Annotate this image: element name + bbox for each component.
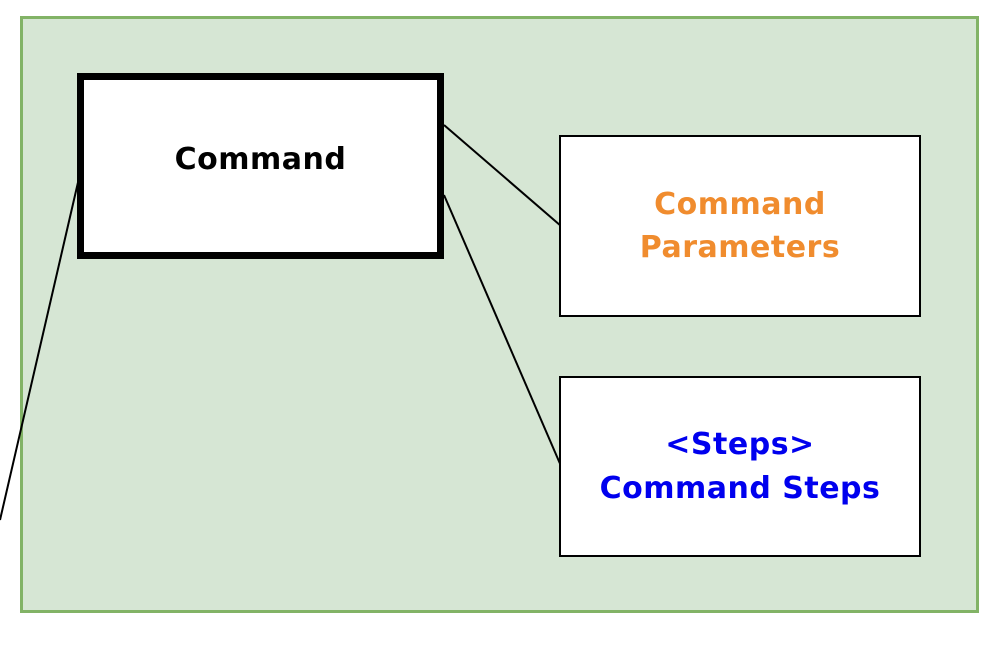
command-parameters-node[interactable]: Command Parameters: [559, 135, 921, 317]
command-steps-line1: <Steps>: [665, 427, 815, 462]
command-node[interactable]: Command: [77, 73, 444, 259]
command-parameters-line2: Parameters: [639, 230, 841, 265]
command-parameters-line1: Command: [654, 186, 826, 222]
command-steps-line2: Command Steps: [599, 470, 881, 506]
command-steps-node[interactable]: <Steps> Command Steps: [559, 376, 921, 557]
command-node-label: Command: [174, 142, 347, 178]
